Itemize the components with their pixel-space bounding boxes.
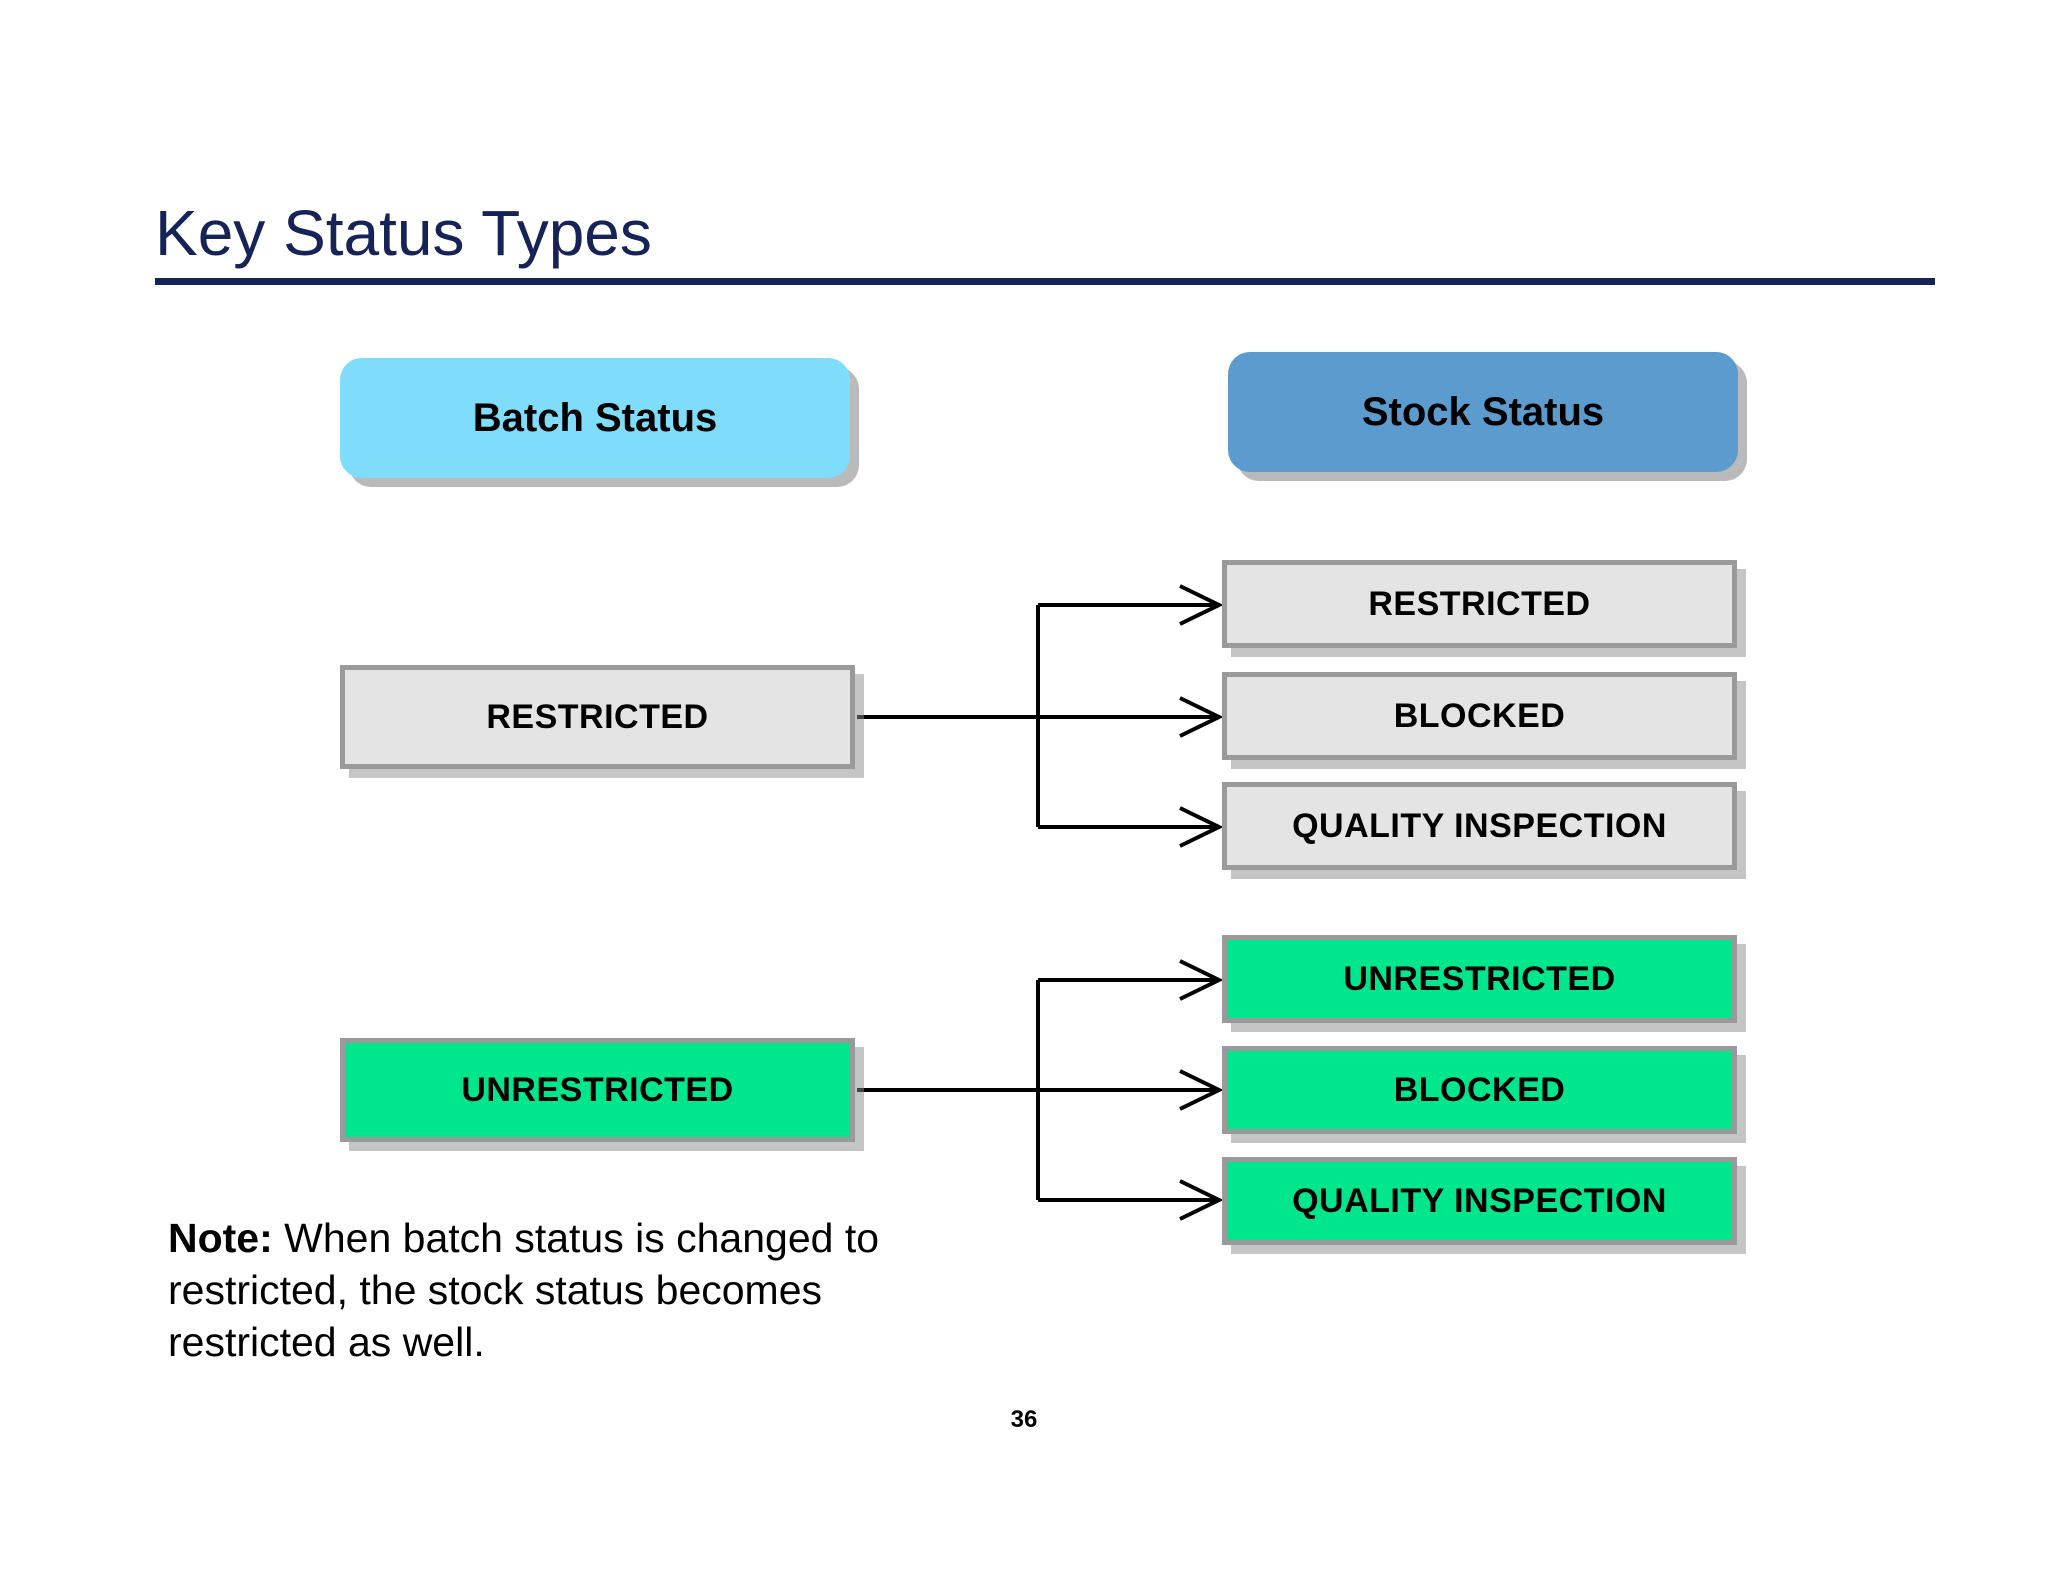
stock-status-unrestricted-box: UNRESTRICTED	[1222, 935, 1737, 1023]
stock-status-header: Stock Status	[1228, 352, 1738, 472]
page-title: Key Status Types	[155, 197, 652, 269]
stock-status-unrestricted-quality-inspection-box: QUALITY INSPECTION	[1222, 1157, 1737, 1245]
batch-status-restricted-label: RESTRICTED	[486, 697, 709, 736]
note-body-label: When batch status is changed to restrict…	[168, 1215, 880, 1365]
stock-status-unrestricted-blocked-label: BLOCKED	[1393, 1070, 1566, 1109]
batch-status-header: Batch Status	[340, 358, 850, 478]
title-block: Key Status Types	[155, 196, 1935, 285]
stock-status-unrestricted-blocked-box: BLOCKED	[1222, 1046, 1737, 1134]
stock-status-header-label: Stock Status	[1361, 389, 1605, 434]
page-number: 36	[1010, 1406, 1038, 1433]
batch-status-unrestricted-label: UNRESTRICTED	[461, 1070, 734, 1109]
stock-status-unrestricted-label: UNRESTRICTED	[1343, 959, 1616, 998]
batch-status-header-label: Batch Status	[472, 395, 718, 440]
stock-status-restricted-box: RESTRICTED	[1222, 560, 1737, 648]
stock-status-quality-inspection-label: QUALITY INSPECTION	[1292, 806, 1667, 845]
stock-status-blocked-label: BLOCKED	[1393, 696, 1566, 735]
title-underline-rule	[155, 278, 1935, 285]
batch-status-restricted-box: RESTRICTED	[340, 665, 855, 769]
stock-status-restricted-label: RESTRICTED	[1368, 584, 1591, 623]
batch-status-unrestricted-box: UNRESTRICTED	[340, 1038, 855, 1142]
stock-status-quality-inspection-box: QUALITY INSPECTION	[1222, 782, 1737, 870]
note-lead-label: Note:	[168, 1215, 273, 1261]
note-text: Note: When batch status is changed to re…	[168, 1212, 928, 1368]
stock-status-blocked-box: BLOCKED	[1222, 672, 1737, 760]
stock-status-unrestricted-quality-inspection-label: QUALITY INSPECTION	[1292, 1181, 1667, 1220]
